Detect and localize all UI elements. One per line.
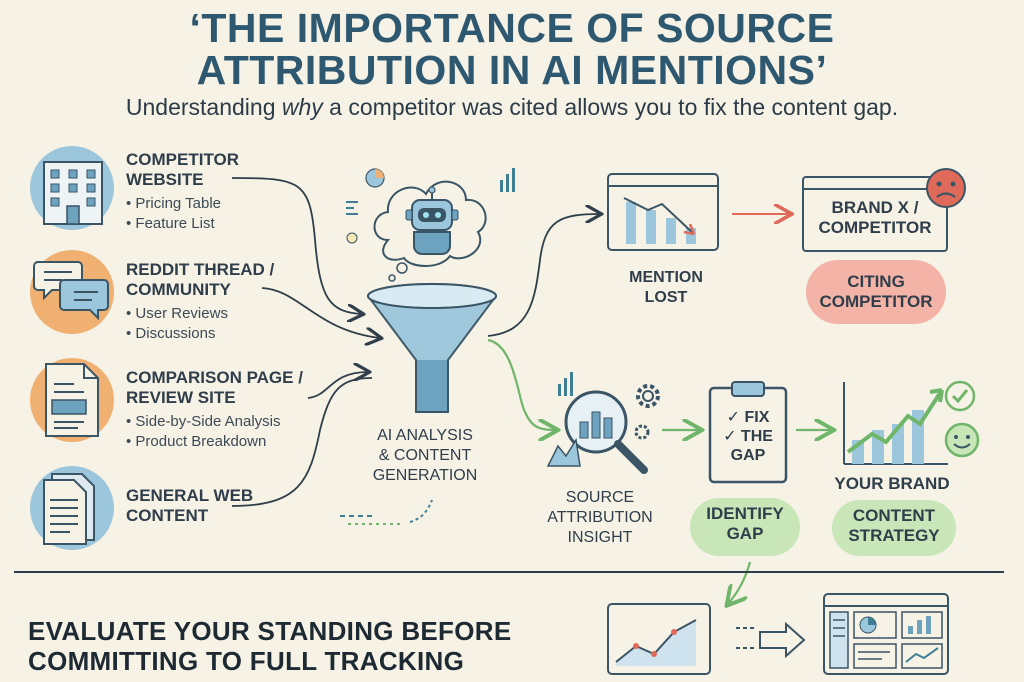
page-subtitle: Understanding why a competitor was cited…: [125, 94, 899, 120]
citing-competitor-blob: [806, 260, 946, 324]
text-lines-icon: [346, 201, 358, 215]
identify-gap-blob: [690, 498, 800, 556]
gear-icon: [634, 424, 650, 440]
page-title-line-1: ‘THE IMPORTANCE OF SOURCE: [189, 5, 835, 51]
ai-analysis-label: AI ANALYSIS & CONTENT GENERATION: [372, 427, 478, 484]
footer-line-1: EVALUATE YOUR STANDING BEFORE: [28, 616, 512, 646]
declining-chart-window: [607, 173, 719, 251]
dashed-arrow-icon: [736, 621, 806, 659]
page-title-line-2: ATTRIBUTION IN AI MENTIONS’: [196, 47, 828, 93]
happy-face-icon: [944, 422, 980, 458]
magnifier-insight-graphic: [546, 372, 660, 474]
document-icon: [45, 363, 99, 437]
bar-chart-icon: [558, 372, 573, 396]
check-circle-icon: [944, 380, 976, 412]
lightbulb-icon: [346, 232, 358, 244]
line-chart-window: [607, 603, 711, 675]
source-competitor-website: COMPETITOR WEBSITE • Pricing Table • Fea…: [126, 150, 240, 232]
source-general-web: GENERAL WEB CONTENT: [126, 486, 254, 525]
citing-competitor-label: CITING COMPETITOR: [819, 272, 933, 311]
brand-competitor-box: BRAND X / COMPETITOR: [802, 176, 948, 252]
source-comparison-page: COMPARISON PAGE / REVIEW SITE • Side-by-…: [126, 368, 303, 450]
mention-lost-label: MENTION LOST: [629, 269, 703, 306]
gear-icon: [636, 384, 660, 408]
ai-funnel-graphic: [346, 168, 515, 413]
fix-the-gap-text: ✓ FIX ✓ THE GAP: [723, 409, 773, 464]
dashboard-window-icon: [823, 593, 949, 675]
chat-bubbles-icon: [33, 261, 109, 321]
robot-icon: [405, 186, 459, 255]
pages-icon: [43, 473, 95, 545]
content-strategy-blob: [832, 500, 956, 556]
bar-chart-icon: [500, 168, 515, 192]
building-icon: [43, 161, 103, 225]
identify-gap-label: IDENTIFY GAP: [706, 504, 784, 543]
footer-line-2: COMMITTING TO FULL TRACKING: [28, 646, 465, 676]
clipboard-icon: [708, 381, 788, 484]
funnel-icon: [367, 283, 497, 413]
growth-chart-icon: [843, 382, 948, 465]
source-reddit-thread: REDDIT THREAD / COMMUNITY • User Reviews…: [126, 260, 275, 342]
your-brand-label: YOUR BRAND: [834, 474, 950, 493]
source-attribution-insight-label: SOURCE ATTRIBUTION INSIGHT: [547, 489, 653, 546]
sad-face-icon: [926, 168, 966, 208]
content-strategy-label: CONTENT STRATEGY: [848, 506, 940, 545]
